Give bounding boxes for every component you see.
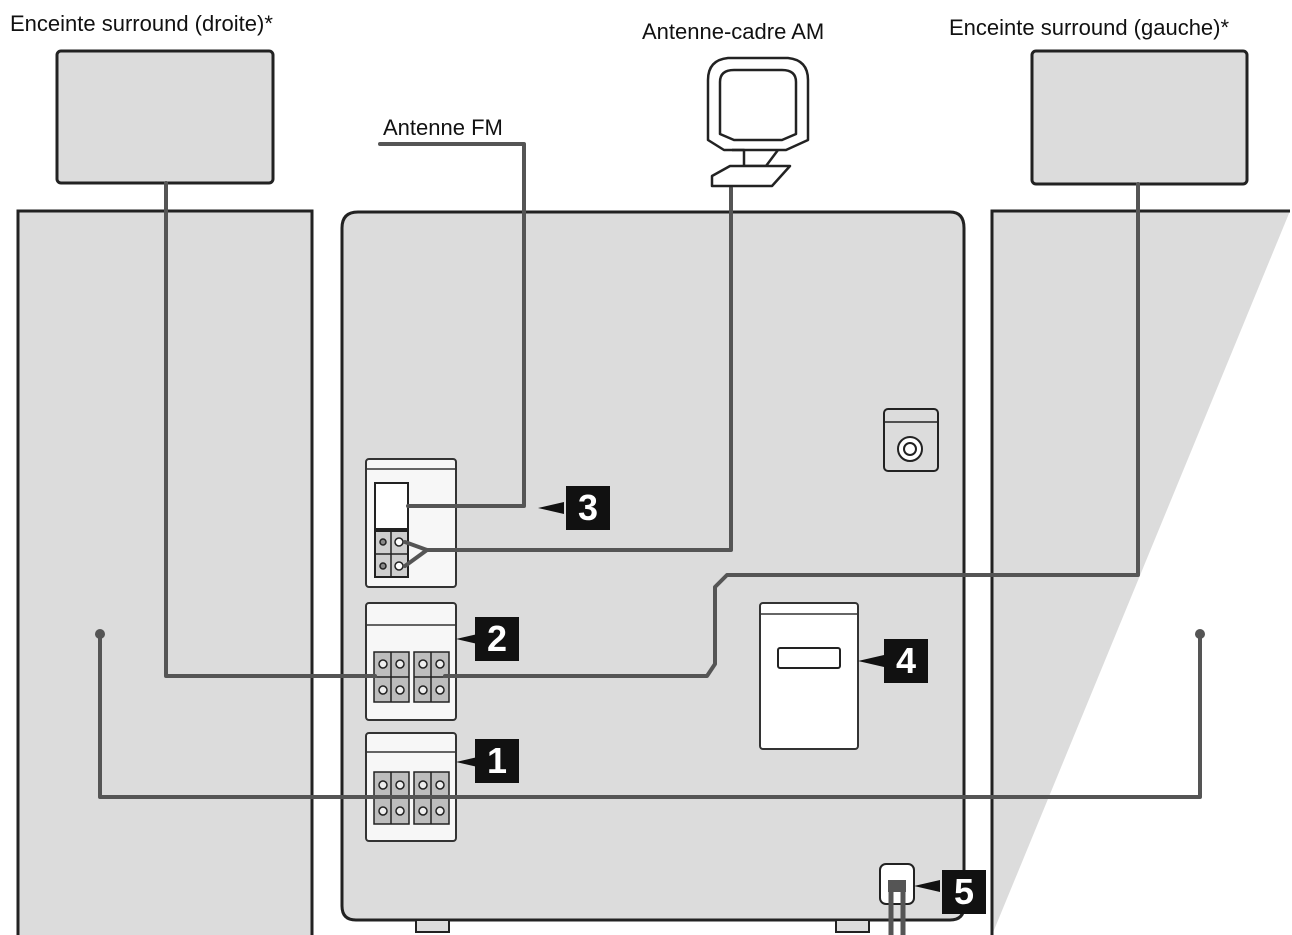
surround-speaker-left	[1030, 49, 1249, 186]
connector-panel	[759, 602, 859, 750]
surround-right-wire	[164, 181, 377, 678]
am-antenna-label: Antenne-cadre AM	[642, 19, 825, 44]
fm-antenna-jack	[374, 482, 409, 530]
callout-2: 2	[475, 617, 519, 661]
foot-right	[835, 919, 870, 933]
callout-3: 3	[566, 486, 610, 530]
fm-antenna-label: Antenne FM	[383, 115, 503, 140]
surround-right-label: Enceinte surround (droite)*	[10, 11, 273, 36]
surround-left-wire	[443, 182, 1140, 678]
front-right-terminal-dot	[1195, 629, 1205, 639]
surround-terminal-clips	[373, 651, 450, 703]
wires	[98, 142, 1202, 799]
connector-slot	[777, 647, 841, 669]
am-terminal-screws	[375, 531, 408, 577]
front-speaker-right	[990, 209, 1290, 935]
fm-antenna-wire	[378, 142, 526, 508]
am-antenna-wire	[403, 186, 733, 568]
surround-speaker-right	[55, 49, 275, 185]
front-left-terminal-dot	[95, 629, 105, 639]
callout-4: 4	[884, 639, 928, 683]
am-loop-antenna	[706, 56, 810, 188]
callout-1: 1	[475, 739, 519, 783]
surround-left-label: Enceinte surround (gauche)*	[949, 15, 1230, 40]
front-speaker-wire	[98, 632, 1202, 799]
power-cord	[888, 890, 906, 935]
callout-5: 5	[942, 870, 986, 914]
foot-left	[415, 919, 450, 933]
